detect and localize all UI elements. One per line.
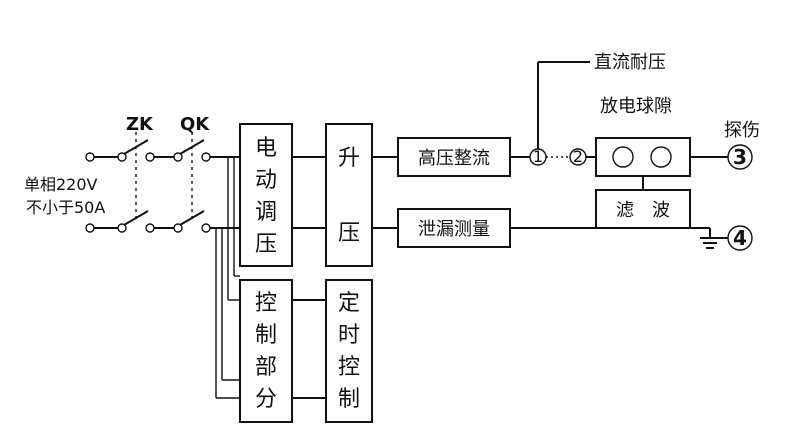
motor-regulator-char-3: 调 [255,200,277,225]
dc-withstand-label: 直流耐压 [594,52,666,73]
terminal-4-label: 4 [733,226,747,250]
filter-label: 滤 波 [616,200,670,221]
motor-regulator-char-1: 电 [255,136,277,161]
terminal-2-label: 2 [573,147,583,166]
input-terminal-bottom [85,223,95,233]
filter-block [595,189,691,229]
step-up-block [325,123,373,267]
terminal-3-label: 3 [733,145,747,169]
supply-label-voltage: 单相220V [24,175,98,194]
terminal-4 [727,225,753,251]
motor-regulator-block [239,123,293,267]
hv-rectifier-label: 高压整流 [418,148,490,169]
control-char-3: 部 [255,355,277,380]
control-char-2: 制 [255,323,277,348]
timer-char-2: 时 [338,323,360,348]
timer-char-4: 制 [338,387,360,412]
input-terminal-top [85,152,95,162]
ball-gap-block [595,137,691,177]
timer-char-1: 定 [338,291,360,316]
qk-label: QK [180,114,210,135]
control-char-1: 控 [255,291,277,316]
leakage-measure-block [397,208,511,248]
supply-label-current: 不小于50A [26,198,105,217]
motor-regulator-char-2: 动 [255,168,277,193]
motor-regulator-char-4: 压 [255,232,277,257]
timer-block [325,279,373,423]
ball-gap-label: 放电球隙 [600,96,672,117]
leakage-measure-label: 泄漏测量 [418,219,490,240]
timer-char-3: 控 [338,355,360,380]
ball-gap-sphere-left [612,146,634,168]
control-char-4: 分 [255,387,277,412]
zk-label: ZK [126,114,154,135]
probe-label: 探伤 [724,120,760,141]
supply-wiring [85,132,240,399]
ball-gap-sphere-right [650,146,672,168]
terminal-3 [727,144,753,170]
control-block [239,279,293,423]
step-up-char-2: 压 [338,221,360,246]
terminal-1-label: 1 [533,147,543,166]
step-up-char-1: 升 [338,146,360,171]
